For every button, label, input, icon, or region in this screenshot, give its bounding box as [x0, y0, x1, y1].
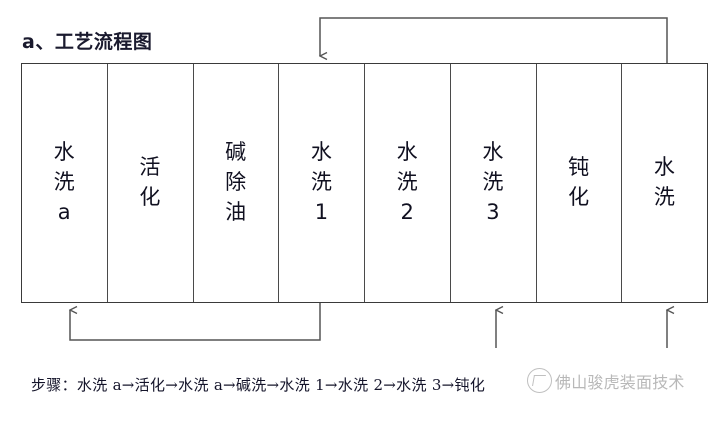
- tank-label: 钝 化: [568, 155, 590, 209]
- tank-label: 水 洗 1: [310, 140, 333, 224]
- tank-label: 水 洗: [653, 155, 676, 209]
- tank-label: 水 洗 3: [482, 140, 504, 224]
- page-title: a、工艺流程图: [22, 31, 153, 53]
- steps-sequence-caption: 步骤：水洗 a→活化→水洗 a→碱洗→水洗 1→水洗 2→水洗 3→钝化: [31, 376, 486, 394]
- tank-water-rinse-1: 水 洗 1: [279, 64, 365, 302]
- connector-top-return: [320, 17, 668, 63]
- connector-bottom-return: [70, 303, 321, 341]
- process-tank-row: 水 洗 a 活 化 碱 除 油 水 洗 1 水 洗 2 水 洗 3 钝 化 水 …: [21, 63, 708, 303]
- circle-hook-logo-icon: [527, 368, 552, 393]
- tank-passivation: 钝 化: [537, 64, 623, 302]
- tank-label: 碱 除 油: [225, 140, 247, 224]
- tank-water-rinse-a: 水 洗 a: [22, 64, 108, 302]
- tank-label: 水 洗 a: [53, 140, 76, 224]
- tank-water-rinse-final: 水 洗: [622, 64, 707, 302]
- tank-label: 水 洗 2: [396, 140, 419, 224]
- tank-water-rinse-3: 水 洗 3: [451, 64, 537, 302]
- tank-label: 活 化: [139, 155, 161, 209]
- watermark-text: 佛山骏虎装面技术: [555, 372, 685, 392]
- tank-activation: 活 化: [108, 64, 194, 302]
- tank-alkaline-degrease: 碱 除 油: [194, 64, 280, 302]
- watermark: 佛山骏虎装面技术: [527, 368, 685, 393]
- tank-water-rinse-2: 水 洗 2: [365, 64, 451, 302]
